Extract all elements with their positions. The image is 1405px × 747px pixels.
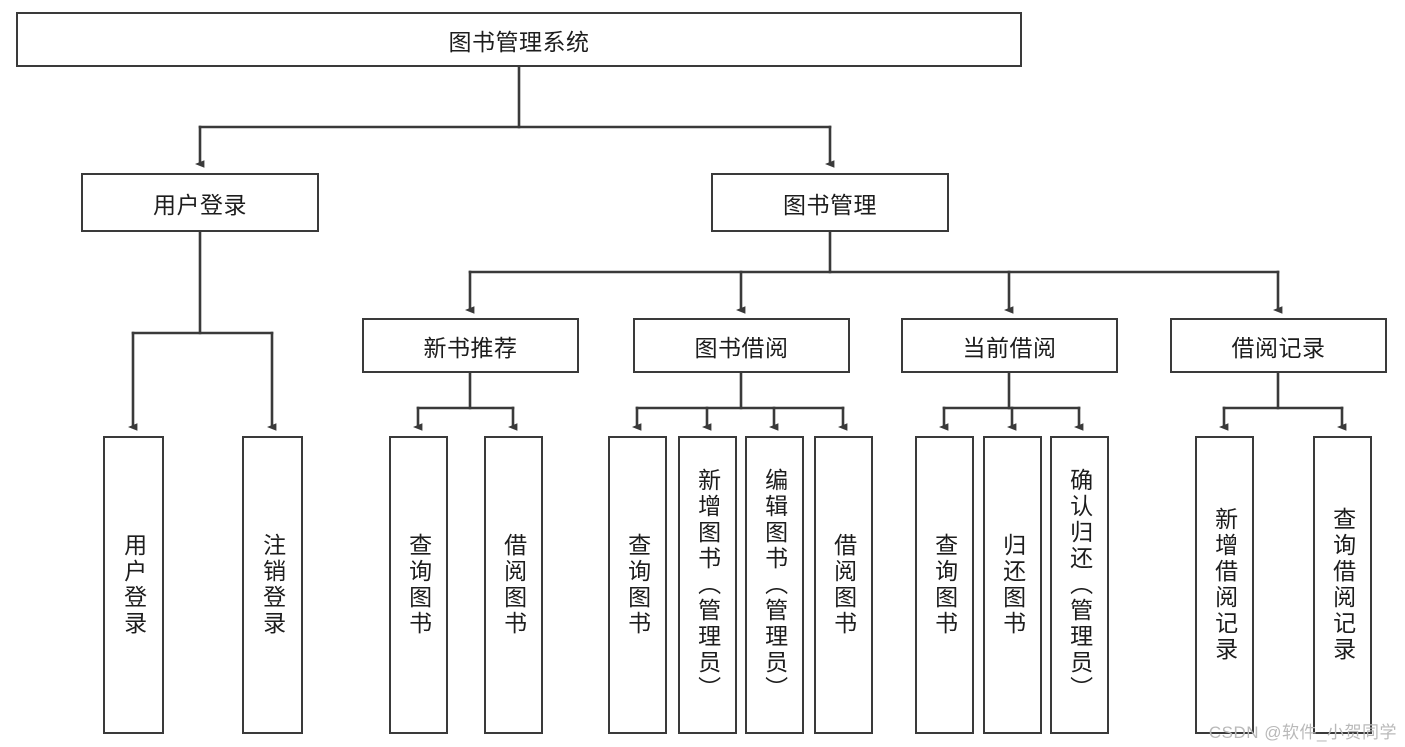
- node-leaf-return-book-label: 归还图书: [999, 533, 1026, 637]
- node-leaf-query-book-1[interactable]: 查询图书: [389, 436, 448, 734]
- node-root-label: 图书管理系统: [448, 28, 590, 55]
- node-book-manage[interactable]: 图书管理: [711, 173, 949, 232]
- node-leaf-add-record-label: 新增借阅记录: [1211, 507, 1238, 663]
- node-user-login-label: 用户登录: [153, 191, 247, 218]
- node-leaf-borrow-book-2[interactable]: 借阅图书: [814, 436, 873, 734]
- node-leaf-borrow-book-1[interactable]: 借阅图书: [484, 436, 543, 734]
- node-leaf-user-login-label: 用户登录: [120, 533, 147, 637]
- node-leaf-add-book[interactable]: 新增图书（管理员）: [678, 436, 737, 734]
- node-leaf-user-logout[interactable]: 注销登录: [242, 436, 303, 734]
- node-new-book-recommend[interactable]: 新书推荐: [362, 318, 579, 373]
- node-leaf-return-book[interactable]: 归还图书: [983, 436, 1042, 734]
- node-leaf-query-record-label: 查询借阅记录: [1329, 507, 1356, 663]
- node-borrow-record-label: 借阅记录: [1231, 334, 1326, 361]
- node-leaf-confirm-return[interactable]: 确认归还（管理员）: [1050, 436, 1109, 734]
- node-leaf-confirm-return-label: 确认归还（管理员）: [1066, 468, 1093, 702]
- node-leaf-borrow-book-1-label: 借阅图书: [500, 533, 527, 637]
- node-current-borrow-label: 当前借阅: [962, 334, 1057, 361]
- node-leaf-edit-book-label: 编辑图书（管理员）: [761, 468, 788, 702]
- node-leaf-query-record[interactable]: 查询借阅记录: [1313, 436, 1372, 734]
- node-new-book-recommend-label: 新书推荐: [423, 334, 518, 361]
- node-current-borrow[interactable]: 当前借阅: [901, 318, 1118, 373]
- node-leaf-borrow-book-2-label: 借阅图书: [830, 533, 857, 637]
- node-book-borrow-label: 图书借阅: [694, 334, 789, 361]
- node-leaf-query-book-3-label: 查询图书: [931, 533, 958, 637]
- node-leaf-edit-book[interactable]: 编辑图书（管理员）: [745, 436, 804, 734]
- node-leaf-query-book-1-label: 查询图书: [405, 533, 432, 637]
- node-book-manage-label: 图书管理: [783, 191, 877, 218]
- node-leaf-add-record[interactable]: 新增借阅记录: [1195, 436, 1254, 734]
- watermark: CSDN @软件_小贺同学: [1208, 723, 1397, 742]
- node-leaf-query-book-2-label: 查询图书: [624, 533, 651, 637]
- node-leaf-user-logout-label: 注销登录: [259, 533, 286, 637]
- node-root[interactable]: 图书管理系统: [16, 12, 1022, 67]
- node-leaf-user-login[interactable]: 用户登录: [103, 436, 164, 734]
- node-leaf-query-book-3[interactable]: 查询图书: [915, 436, 974, 734]
- node-leaf-add-book-label: 新增图书（管理员）: [694, 468, 721, 702]
- node-book-borrow[interactable]: 图书借阅: [633, 318, 850, 373]
- node-leaf-query-book-2[interactable]: 查询图书: [608, 436, 667, 734]
- node-borrow-record[interactable]: 借阅记录: [1170, 318, 1387, 373]
- node-user-login[interactable]: 用户登录: [81, 173, 319, 232]
